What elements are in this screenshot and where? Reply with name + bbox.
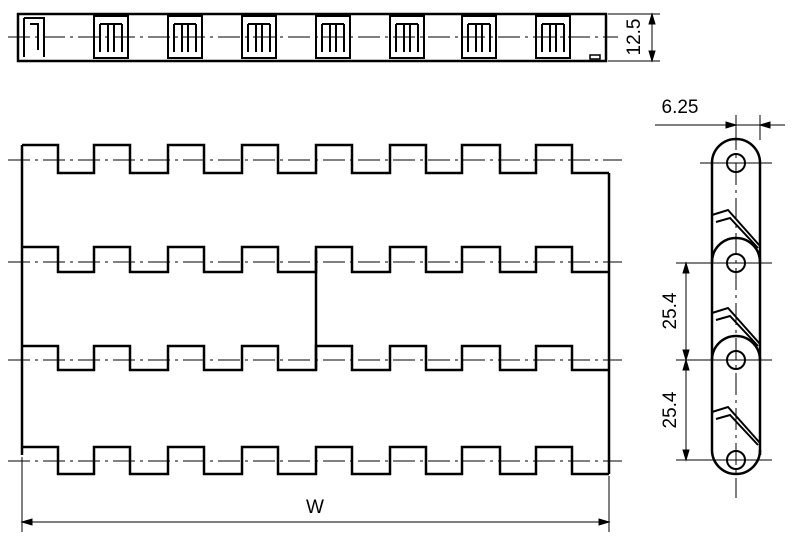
link-contour-right <box>710 137 762 263</box>
top-hinge-module <box>461 15 497 59</box>
top-side-view <box>8 12 618 63</box>
link-1 <box>710 236 762 360</box>
pin-offset-dimension <box>655 115 785 140</box>
pin-offset-dimension-label: 6.25 <box>662 97 699 118</box>
top-modules <box>93 15 571 59</box>
top-strip-end-detail <box>23 17 45 57</box>
plan-view <box>20 143 611 476</box>
top-hinge-module <box>167 15 203 59</box>
width-dimension-label: W <box>306 497 324 518</box>
link-2 <box>710 334 762 455</box>
hinge-detail <box>711 208 761 446</box>
plan-tooth-row <box>22 143 609 175</box>
side-profile <box>676 128 772 498</box>
top-strip-end-tab <box>589 54 601 60</box>
plan-centerlines <box>8 159 622 462</box>
top-hinge-slot <box>467 23 491 52</box>
pitch-lower-label: 25.4 <box>660 391 681 428</box>
pitch-upper-label: 25.4 <box>660 292 681 329</box>
top-hinge-module <box>535 15 571 59</box>
height-dimension <box>608 12 660 63</box>
top-hinge-module <box>241 15 277 59</box>
top-hinge-slot <box>247 23 271 52</box>
top-hinge-module <box>389 15 425 59</box>
pin-center-ticks <box>676 162 772 461</box>
pitch-dimension <box>682 261 690 462</box>
top-hinge-slot <box>395 23 419 52</box>
height-dimension-label: 12.5 <box>624 19 645 56</box>
top-hinge-module <box>315 15 351 59</box>
top-hinge-slot <box>321 23 345 52</box>
top-hinge-module <box>93 15 129 59</box>
width-dimension <box>20 457 611 532</box>
top-hinge-slot <box>541 23 565 52</box>
top-hinge-slot <box>99 23 123 52</box>
top-hinge-slot <box>173 23 197 52</box>
